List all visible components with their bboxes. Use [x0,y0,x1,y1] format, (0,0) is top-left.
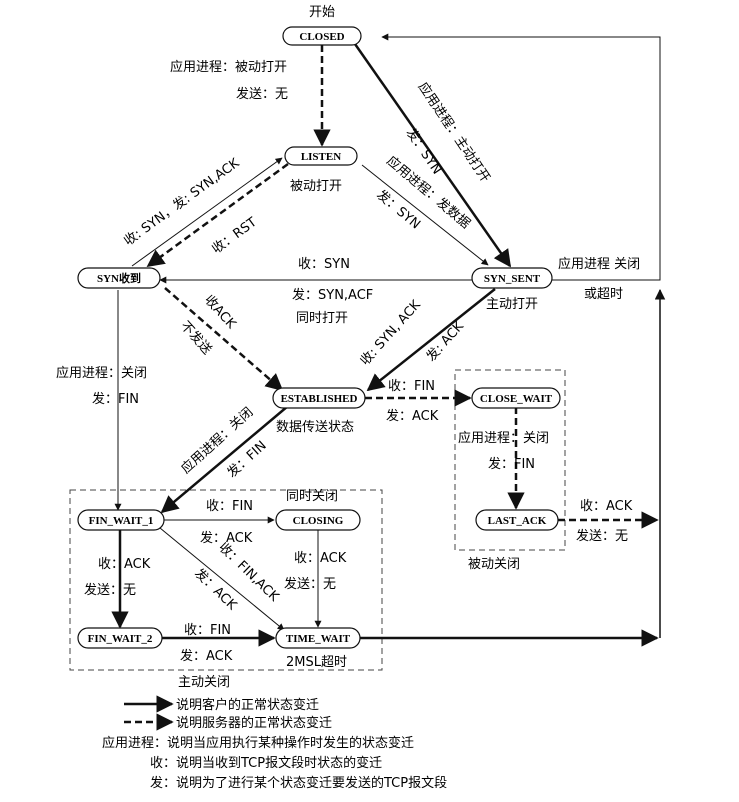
state-established: ESTABLISHED [272,387,366,409]
label-rcv-ack: 收ACK [201,293,239,333]
state-closing-label: CLOSING [293,515,344,527]
state-time-wait: TIME_WAIT [275,627,361,649]
state-fin-wait-2-label: FIN_WAIT_2 [88,633,153,645]
label-simul-open: 同时打开 [296,311,348,326]
arrow-closed-to-synsent [353,43,512,268]
label-listen-caption: 被动打开 [290,179,342,194]
state-last-ack: LAST_ACK [475,509,559,531]
label-rcvd-close-app: 应用进程：关闭 [56,365,147,381]
label-fw1-send-ack: 发：ACK [200,530,253,546]
state-syn-sent-label: SYN_SENT [484,273,541,285]
label-est-rcv-fin: 收：FIN [388,379,435,394]
label-rcv-synack: 收: SYN, ACK [358,297,424,368]
label-rcvd-close-send: 发：FIN [92,391,139,407]
start-label: 开始 [309,5,335,20]
label-est-send-ack: 发：ACK [386,408,439,424]
label-2msl-timeout: 2MSL超时 [286,655,347,670]
label-cl-rcv-ack: 收：ACK [294,551,347,566]
label-no-send: 不发送 [177,318,215,358]
label-la-rcv-ack: 收：ACK [580,499,633,514]
state-listen: LISTEN [284,146,358,166]
arrow-synrcvd-to-listen [131,157,283,267]
state-syn-rcvd-label: SYN收到 [97,271,141,285]
legend-item-rcv: 收：说明当收到TCP报文段时状态的变迁 [150,755,382,771]
label-fw1-rcv-ack: 收：ACK [98,557,151,572]
arrow-listen-to-synrcvd [146,162,289,268]
label-cl-send-none: 发送：无 [284,576,336,592]
label-rcv-rst: 收：RST [210,215,260,257]
label-syn-sent-close-timeout: 或超时 [584,287,623,302]
label-cw-close-app: 应用进程：关闭 [458,430,549,446]
state-close-wait: CLOSE_WAIT [471,387,561,409]
label-fw2-rcv-fin: 收：FIN [184,623,231,638]
legend-item-app: 应用进程：说明当应用执行某种操作时发生的状态变迁 [102,735,414,751]
label-established-caption: 数据传送状态 [276,420,354,435]
label-simul-open-rcv: 收：SYN [298,257,350,272]
legend-item-server: 说明服务器的正常状态变迁 [176,715,332,731]
label-fw2-send-ack: 发：ACK [180,648,233,664]
state-closing: CLOSING [275,509,361,531]
label-fw1-send-none: 发送：无 [84,582,136,598]
arrow-established-to-finwait1 [160,405,289,514]
arrow-listen-to-synsent [361,164,489,266]
arrow-finwait1-to-timewait [159,527,285,631]
state-closed-label: CLOSED [299,31,344,43]
legend: 说明客户的正常状态变迁 说明服务器的正常状态变迁 应用进程：说明当应用执行某种操… [102,695,447,791]
label-syn-sent-close-app: 应用进程 关闭 [558,256,640,272]
arrow-synsent-to-established [366,288,496,392]
arrow-synsent-to-closed [381,33,661,281]
state-fin-wait-1-label: FIN_WAIT_1 [89,515,154,527]
state-listen-label: LISTEN [301,151,341,163]
state-syn-sent: SYN_SENT [471,267,553,289]
legend-item-client: 说明客户的正常状态变迁 [176,697,319,713]
label-fw1-send-ack2: 发：ACK [191,565,240,613]
label-simul-open-send: 发：SYN,ACF [292,287,373,303]
state-syn-rcvd: SYN收到 [77,267,161,289]
label-syn-sent-caption: 主动打开 [486,297,538,312]
label-cw-send-fin: 发：FIN [488,456,535,472]
state-last-ack-label: LAST_ACK [488,515,547,527]
label-active-close: 主动关闭 [178,675,230,690]
label-passive-close: 被动关闭 [468,557,520,572]
label-passive-open-app: 应用进程：被动打开 [170,59,287,75]
label-fw1-rcv-fin: 收：FIN [206,499,253,514]
label-simultaneous-close: 同时关闭 [286,489,338,504]
active-close-group-box [69,489,383,671]
label-est-send-fin: 发：FIN [224,438,270,481]
legend-item-send: 发：说明为了进行某个状态变迁要发送的TCP报文段 [150,775,447,791]
state-fin-wait-1: FIN_WAIT_1 [77,509,165,531]
label-la-send-none: 发送：无 [576,528,628,544]
state-closed: CLOSED [282,26,362,46]
state-close-wait-label: CLOSE_WAIT [480,393,553,405]
label-passive-open-send: 发送：无 [236,86,288,102]
state-fin-wait-2: FIN_WAIT_2 [77,627,163,649]
state-established-label: ESTABLISHED [281,393,358,405]
state-time-wait-label: TIME_WAIT [286,633,351,645]
arrow-synrcvd-to-established [164,287,284,392]
passive-close-group-box [454,369,566,551]
